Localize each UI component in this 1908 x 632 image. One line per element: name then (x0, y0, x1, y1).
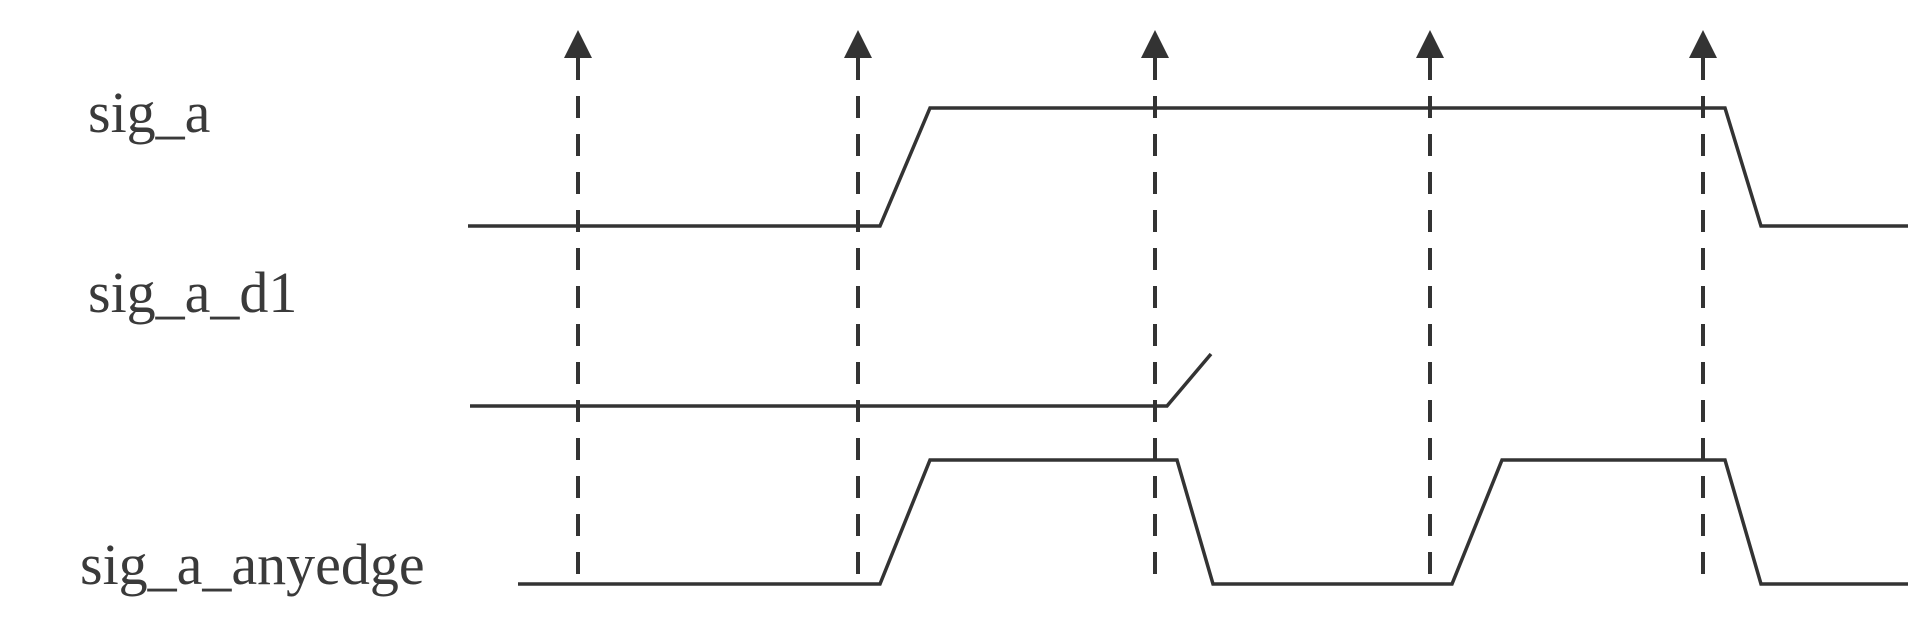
clock-edge-arrow (1416, 30, 1444, 58)
clock-edge-arrow (1689, 30, 1717, 58)
signal-waveform (518, 458, 1908, 586)
signal-label: sig_a_anyedge (80, 532, 425, 597)
clock-edge-marker (1689, 30, 1717, 578)
clock-edges (564, 30, 1717, 578)
signal-row-sig-a-d1: sig_a_d1 (88, 260, 1213, 408)
signal-label: sig_a_d1 (88, 260, 297, 325)
clock-edge-marker (1416, 30, 1444, 578)
signal-row-sig-a: sig_a (88, 80, 1908, 228)
clock-edge-marker (1141, 30, 1169, 578)
clock-edge-arrow (564, 30, 592, 58)
signal-label: sig_a (88, 80, 210, 145)
signal-waveform (470, 352, 1213, 408)
signal-row-sig-a-anyedge: sig_a_anyedge (80, 458, 1908, 597)
clock-edge-marker (564, 30, 592, 578)
clock-edge-marker (844, 30, 872, 578)
clock-edge-arrow (1141, 30, 1169, 58)
clock-edge-arrow (844, 30, 872, 58)
signal-waveform (468, 106, 1908, 228)
